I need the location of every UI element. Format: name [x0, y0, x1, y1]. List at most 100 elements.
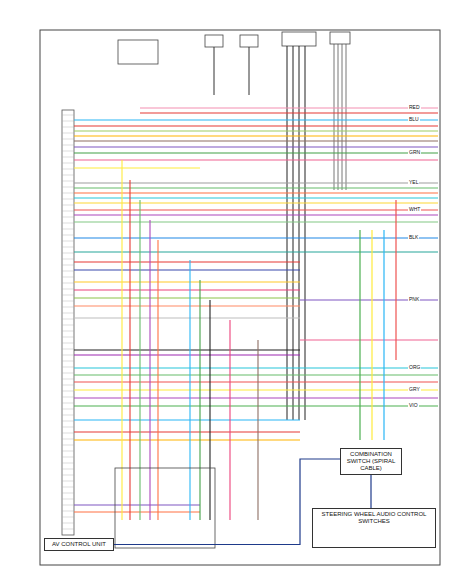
wire-color-label: VIO: [408, 402, 419, 408]
pin-tick: [62, 217, 74, 218]
wire: [74, 511, 200, 512]
pin-tick: [62, 337, 74, 338]
pin-tick: [62, 235, 74, 236]
wire-color-label: WHT: [408, 206, 421, 212]
wire-color-label: GRY: [408, 386, 421, 392]
wire: [74, 125, 438, 126]
pin-tick: [62, 283, 74, 284]
pin-tick: [62, 193, 74, 194]
pin-tick: [62, 253, 74, 254]
pin-tick: [62, 151, 74, 152]
pin-tick: [62, 205, 74, 206]
wire: [395, 200, 396, 360]
pin-tick: [62, 523, 74, 524]
pin-tick: [62, 391, 74, 392]
connector-box: COMBINATION SWITCH (SPIRAL CABLE): [340, 448, 402, 475]
wire: [74, 152, 438, 153]
wire: [359, 230, 360, 440]
wire: [189, 260, 190, 520]
wire: [74, 214, 438, 215]
pin-tick: [62, 349, 74, 350]
wire-connector: [114, 459, 340, 545]
pin-tick: [62, 211, 74, 212]
node-label: STEERING WHEEL AUDIO CONTROL SWITCHES: [315, 511, 433, 525]
pin-tick: [62, 409, 74, 410]
pin-tick: [62, 511, 74, 512]
wire: [74, 354, 300, 355]
pin-tick: [62, 247, 74, 248]
wire: [149, 220, 150, 520]
wire: [74, 317, 300, 318]
pin-tick: [62, 415, 74, 416]
wire: [74, 281, 300, 282]
pin-tick: [62, 469, 74, 470]
pin-tick: [62, 139, 74, 140]
pin-tick: [62, 439, 74, 440]
wire: [305, 46, 306, 420]
pin-tick: [62, 223, 74, 224]
wire: [74, 202, 438, 203]
wire-color-label: YEL: [408, 179, 419, 185]
switch-box: STEERING WHEEL AUDIO CONTROL SWITCHES: [312, 508, 436, 548]
wire: [338, 44, 339, 190]
wire: [74, 209, 438, 210]
node-label: COMBINATION SWITCH (SPIRAL CABLE): [343, 451, 399, 472]
connector-symbol: [330, 32, 350, 44]
pin-tick: [62, 121, 74, 122]
wire: [74, 261, 300, 262]
pin-tick: [62, 379, 74, 380]
pin-tick: [62, 163, 74, 164]
connector-symbol: [282, 32, 316, 46]
pin-tick: [62, 451, 74, 452]
pin-tick: [62, 127, 74, 128]
pin-tick: [62, 229, 74, 230]
pin-tick: [62, 361, 74, 362]
pin-tick: [62, 145, 74, 146]
pin-tick: [62, 271, 74, 272]
pin-tick: [62, 187, 74, 188]
wire: [74, 187, 438, 188]
wire: [74, 431, 300, 432]
wire: [74, 439, 300, 440]
pin-tick: [62, 397, 74, 398]
wire-color-label: GRN: [408, 149, 421, 155]
pin-tick: [62, 433, 74, 434]
wire: [129, 180, 130, 520]
pin-tick: [62, 445, 74, 446]
wire: [74, 159, 438, 160]
connector-symbol: [118, 40, 158, 64]
pin-tick: [62, 481, 74, 482]
pin-tick: [62, 505, 74, 506]
wire: [74, 297, 300, 298]
pin-tick: [62, 355, 74, 356]
wire-color-label: PNK: [408, 296, 420, 302]
wire: [74, 305, 300, 306]
pin-tick: [62, 487, 74, 488]
pin-tick: [62, 181, 74, 182]
wire: [257, 340, 258, 520]
control-unit: AV CONTROL UNIT: [44, 538, 114, 551]
pin-tick: [62, 367, 74, 368]
pin-column: [62, 110, 74, 535]
wire: [74, 140, 438, 141]
wire: [74, 167, 200, 168]
pin-tick: [62, 325, 74, 326]
pin-tick: [62, 301, 74, 302]
pin-tick: [62, 295, 74, 296]
pin-tick: [62, 169, 74, 170]
pin-tick: [62, 457, 74, 458]
pin-tick: [62, 517, 74, 518]
wire: [74, 135, 438, 136]
connector-symbol: [205, 35, 223, 47]
wire: [293, 46, 294, 420]
node-label: AV CONTROL UNIT: [47, 541, 111, 548]
wire: [249, 47, 250, 95]
wire: [383, 230, 384, 440]
pin-tick: [62, 475, 74, 476]
wire: [139, 200, 140, 520]
wire-color-label: RED: [408, 104, 421, 110]
pin-tick: [62, 289, 74, 290]
wire: [371, 230, 372, 440]
pin-tick: [62, 313, 74, 314]
